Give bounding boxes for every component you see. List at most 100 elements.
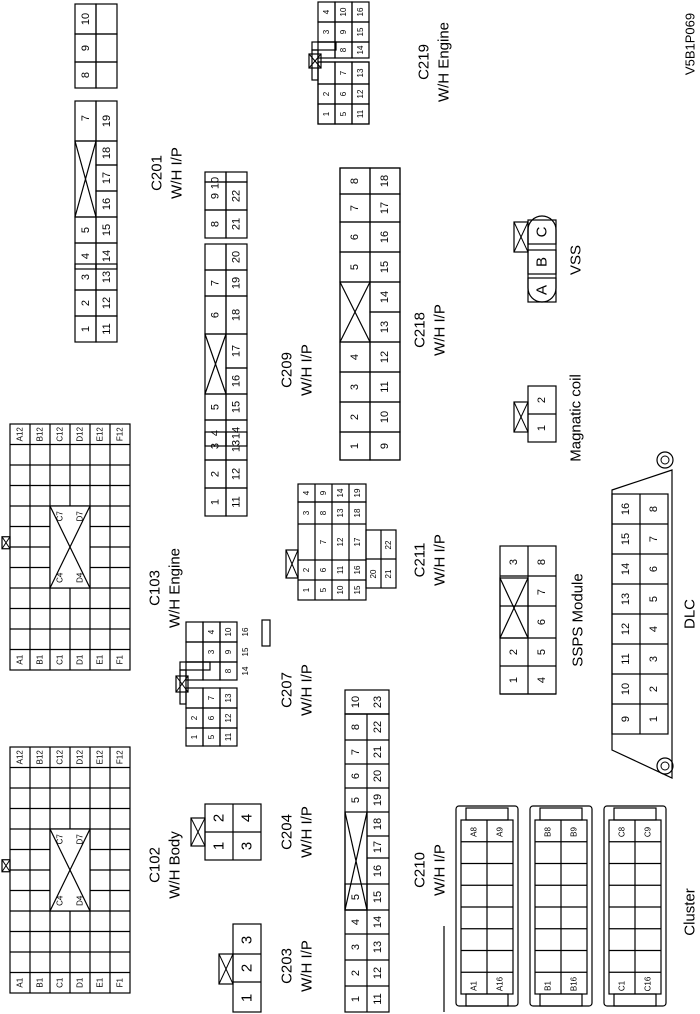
pin-label: D12 bbox=[76, 749, 85, 764]
pin-label: 7 bbox=[80, 115, 92, 121]
harness-label: W/H I/P bbox=[299, 664, 316, 716]
tab bbox=[539, 807, 583, 821]
pin-label: 8 bbox=[648, 506, 660, 512]
tab bbox=[465, 807, 509, 821]
pin-label: E1 bbox=[96, 654, 105, 664]
pin-label: A1 bbox=[470, 981, 479, 991]
figure-code-text: V5B1P069 bbox=[683, 13, 698, 75]
cell bbox=[202, 661, 221, 681]
pin-label: 7 bbox=[210, 280, 222, 286]
pin-label: 1 bbox=[302, 587, 311, 592]
cross-line bbox=[344, 811, 368, 911]
pin-label: 12 bbox=[356, 89, 365, 98]
cell bbox=[95, 33, 118, 63]
pin-label: 4 bbox=[207, 629, 216, 634]
cell bbox=[219, 687, 238, 709]
pin-label: 10 bbox=[210, 177, 222, 189]
connector-caption: Cluster bbox=[682, 888, 699, 936]
connector-caption: C211 bbox=[412, 543, 429, 578]
pin-label: 10 bbox=[336, 585, 345, 594]
harness-label: W/H I/P bbox=[299, 806, 316, 858]
pin-label: 20 bbox=[369, 569, 378, 578]
pin-label: D4 bbox=[76, 572, 85, 583]
key-icon bbox=[513, 401, 529, 433]
pin-label: 3 bbox=[207, 649, 216, 654]
pin-label: B1 bbox=[36, 977, 45, 987]
pin-label: 15 bbox=[620, 533, 632, 545]
cell bbox=[95, 3, 118, 35]
pin-label: 3 bbox=[239, 842, 256, 850]
pin-label: 16 bbox=[372, 865, 384, 877]
pin-label: 6 bbox=[648, 566, 660, 572]
cell bbox=[225, 171, 248, 183]
harness-label: W/H I/P bbox=[299, 344, 316, 396]
pin-label: 22 bbox=[384, 540, 393, 549]
pin-label: D12 bbox=[76, 426, 85, 441]
connector-caption: C203 bbox=[279, 948, 296, 984]
pin-label: 10 bbox=[224, 627, 233, 636]
mount-hole-inner bbox=[660, 761, 670, 771]
pin-label: 12 bbox=[372, 967, 384, 979]
pin-label: 2 bbox=[508, 649, 520, 655]
pin-label: 1 bbox=[508, 677, 520, 683]
pin-label: 7 bbox=[349, 205, 361, 211]
pin-label: 7 bbox=[350, 749, 362, 755]
latch-bar bbox=[179, 661, 211, 671]
key-line bbox=[1, 859, 11, 873]
harness-label: W/H Engine bbox=[167, 548, 184, 628]
pin-label: 7 bbox=[319, 539, 328, 544]
key-icon bbox=[513, 221, 529, 253]
pin-label: 22 bbox=[372, 721, 384, 733]
pin-label: 9 bbox=[319, 490, 328, 495]
pin-label: 2 bbox=[536, 397, 548, 403]
cross-line bbox=[49, 828, 91, 912]
pin-label: 3 bbox=[322, 29, 331, 34]
connector-caption: C204 bbox=[279, 814, 296, 850]
pin-label: F12 bbox=[116, 427, 125, 441]
cell bbox=[344, 883, 368, 911]
pin-label: C1 bbox=[56, 977, 65, 988]
pin-label: 8 bbox=[319, 510, 328, 515]
pin-label: C1 bbox=[56, 654, 65, 665]
pin-label: 13 bbox=[379, 321, 391, 333]
pin-label: 8 bbox=[350, 724, 362, 730]
pin-label: 18 bbox=[372, 818, 384, 830]
pin-label: 1 bbox=[210, 499, 222, 505]
pin-label: A8 bbox=[470, 827, 479, 837]
pin-label: B1 bbox=[544, 981, 553, 991]
pin-label: 4 bbox=[210, 430, 222, 436]
latch-r bbox=[261, 619, 271, 647]
pin-label: 9 bbox=[620, 716, 632, 722]
cell bbox=[225, 243, 248, 271]
pin-label: 10 bbox=[80, 13, 92, 25]
cell bbox=[527, 249, 557, 275]
pin-label: 3 bbox=[349, 384, 361, 390]
pin-label: 17 bbox=[101, 172, 113, 184]
pin-label: 3 bbox=[648, 656, 660, 662]
pin-label: 16 bbox=[101, 198, 113, 210]
pin-label: 14 bbox=[379, 291, 391, 303]
pin-label: 5 bbox=[648, 596, 660, 602]
pin-label: 13 bbox=[224, 693, 233, 702]
pin-label: 11 bbox=[620, 653, 632, 664]
pin-label: 3 bbox=[350, 944, 362, 950]
pin-label: 8 bbox=[80, 72, 92, 78]
pin-label: 11 bbox=[224, 732, 233, 741]
pin-label: C7 bbox=[56, 834, 65, 845]
pin-label: 12 bbox=[101, 297, 113, 309]
pin-label: 8 bbox=[349, 178, 361, 184]
pin-label: 5 bbox=[207, 734, 216, 739]
key-icon bbox=[308, 53, 322, 69]
key-icon bbox=[218, 953, 234, 985]
pin-label: 21 bbox=[372, 746, 384, 758]
figure-code: V5B1P069 bbox=[683, 13, 698, 75]
cell bbox=[204, 243, 227, 271]
pin-label: 15 bbox=[372, 891, 384, 903]
cell bbox=[219, 621, 238, 643]
pin-label: 14 bbox=[620, 563, 632, 575]
pin-label: 15 bbox=[241, 647, 250, 656]
